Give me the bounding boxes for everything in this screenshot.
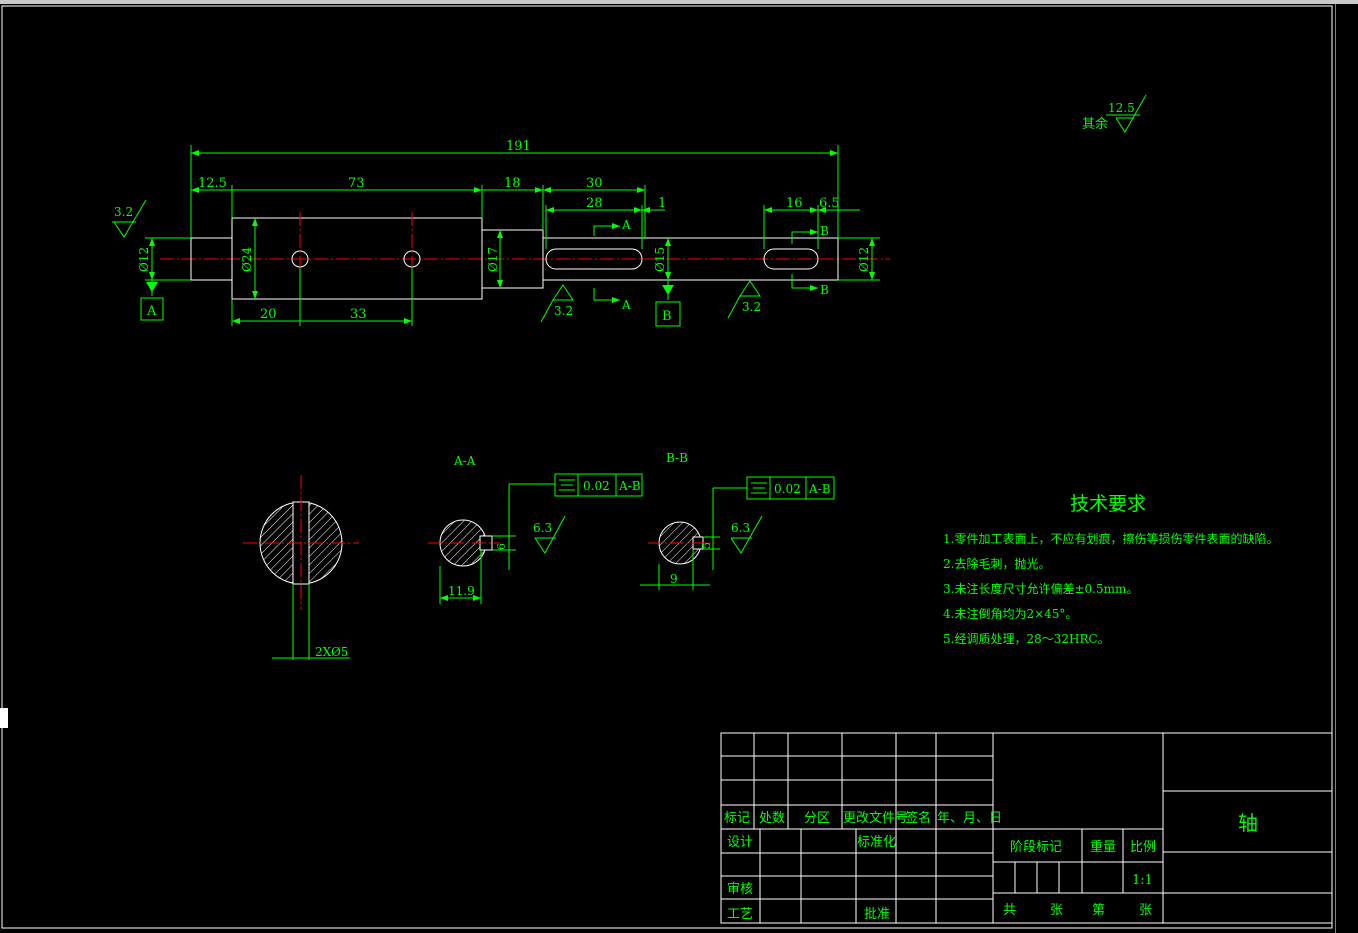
dim-diameters: Ø12 Ø24 Ø17 Ø15 Ø12 [137, 218, 880, 299]
requirements-title: 技术要求 [1070, 493, 1146, 515]
svg-text:18: 18 [504, 176, 521, 191]
svg-text:6.3: 6.3 [731, 521, 750, 535]
svg-text:处数: 处数 [759, 811, 785, 826]
svg-text:12.5: 12.5 [1108, 101, 1135, 115]
svg-text:Ø15: Ø15 [653, 247, 667, 272]
svg-text:工艺: 工艺 [727, 907, 753, 922]
svg-text:A: A [621, 218, 631, 232]
svg-text:6.3: 6.3 [533, 521, 552, 535]
svg-text:张: 张 [1050, 903, 1063, 918]
requirement-item: 5.经调质处理，28～32HRC。 [943, 632, 1110, 646]
roughness-symbols: 3.2 3.2 3.2 [112, 199, 761, 323]
svg-text:3.2: 3.2 [554, 304, 573, 318]
datum-a: A [140, 280, 164, 321]
svg-text:1: 1 [658, 196, 666, 211]
svg-text:张: 张 [1139, 903, 1152, 918]
svg-text:批准: 批准 [864, 907, 890, 922]
requirement-item: 2.去除毛刺，抛光。 [943, 556, 1050, 571]
svg-text:30: 30 [586, 176, 603, 191]
requirement-item: 3.未注长度尺寸允许偏差±0.5mm。 [943, 581, 1138, 596]
svg-text:B: B [662, 309, 672, 324]
window-top-bar [0, 0, 1358, 4]
requirement-item: 4.未注倒角均为2×45°。 [943, 606, 1077, 621]
svg-text:标准化: 标准化 [857, 835, 896, 850]
part-name: 轴 [1238, 811, 1258, 835]
svg-text:A: A [146, 304, 157, 319]
svg-text:6.5: 6.5 [819, 196, 840, 211]
svg-text:2XØ5: 2XØ5 [315, 645, 348, 659]
svg-text:0.02: 0.02 [583, 479, 610, 493]
svg-text:共: 共 [1003, 903, 1016, 918]
svg-text:B: B [820, 283, 829, 297]
vertical-scrollbar[interactable] [1335, 4, 1358, 933]
svg-text:20: 20 [260, 307, 277, 322]
svg-text:191: 191 [506, 139, 531, 154]
svg-text:分区: 分区 [804, 811, 830, 826]
svg-text:6: 6 [495, 543, 508, 550]
svg-text:重量: 重量 [1090, 839, 1116, 855]
svg-text:Ø17: Ø17 [486, 247, 500, 272]
svg-text:Ø24: Ø24 [240, 247, 254, 272]
svg-text:Ø12: Ø12 [137, 247, 151, 272]
svg-text:12.5: 12.5 [198, 176, 227, 191]
technical-requirements: 技术要求 1.零件加工表面上，不应有划痕，擦伤等损伤零件表面的缺陷。 2.去除毛… [943, 493, 1278, 646]
svg-text:其余: 其余 [1082, 116, 1108, 132]
svg-text:比例: 比例 [1130, 840, 1156, 855]
svg-text:A: A [621, 298, 631, 312]
svg-text:11.9: 11.9 [448, 584, 475, 598]
svg-text:0.02: 0.02 [774, 482, 801, 496]
svg-text:标记: 标记 [724, 811, 750, 826]
svg-text:签名: 签名 [905, 810, 931, 826]
svg-text:16: 16 [786, 196, 803, 211]
title-block: 标记 处数 分区 更改文件号 签名 年、月、日 设计 标准化 审核 工艺 批准 … [720, 732, 1333, 924]
cursor-icon [0, 708, 8, 728]
dim-segments: 12.5 73 18 30 28 1 16 6.5 20 33 [191, 176, 860, 326]
svg-text:73: 73 [348, 176, 365, 191]
shaft-main-view [160, 212, 890, 305]
svg-text:3.2: 3.2 [114, 205, 133, 219]
requirement-item: 1.零件加工表面上，不应有划痕，擦伤等损伤零件表面的缺陷。 [943, 531, 1278, 546]
svg-text:A-A: A-A [453, 454, 476, 468]
svg-text:B-B: B-B [666, 451, 688, 465]
svg-text:Ø12: Ø12 [857, 247, 871, 272]
svg-text:A-B: A-B [808, 482, 831, 496]
svg-text:A-B: A-B [618, 479, 641, 493]
datum-b: B [655, 280, 681, 327]
default-roughness: 其余 12.5 [1082, 94, 1147, 133]
section-aa: A-A 11.9 6 0.02 A-B 6.3 [428, 454, 643, 604]
svg-text:3.2: 3.2 [742, 300, 761, 314]
svg-text:1:1: 1:1 [1132, 873, 1153, 888]
svg-text:审核: 审核 [727, 882, 753, 897]
section-marks: A A B B [593, 218, 829, 312]
svg-text:设计: 设计 [727, 835, 753, 850]
svg-text:28: 28 [586, 196, 603, 211]
drawing-border [1, 5, 1333, 929]
section-bb: B-B 9 5 0.02 A-B 6.3 [640, 451, 835, 590]
svg-text:B: B [820, 224, 829, 238]
svg-text:第: 第 [1092, 903, 1105, 918]
svg-text:阶段标记: 阶段标记 [1010, 840, 1062, 855]
svg-text:5: 5 [700, 542, 713, 549]
hole-section: 2XØ5 [243, 475, 359, 660]
svg-text:更改文件号: 更改文件号 [843, 811, 908, 826]
svg-text:年、月、日: 年、月、日 [937, 811, 1002, 826]
svg-text:33: 33 [350, 307, 367, 322]
svg-text:9: 9 [670, 572, 678, 586]
